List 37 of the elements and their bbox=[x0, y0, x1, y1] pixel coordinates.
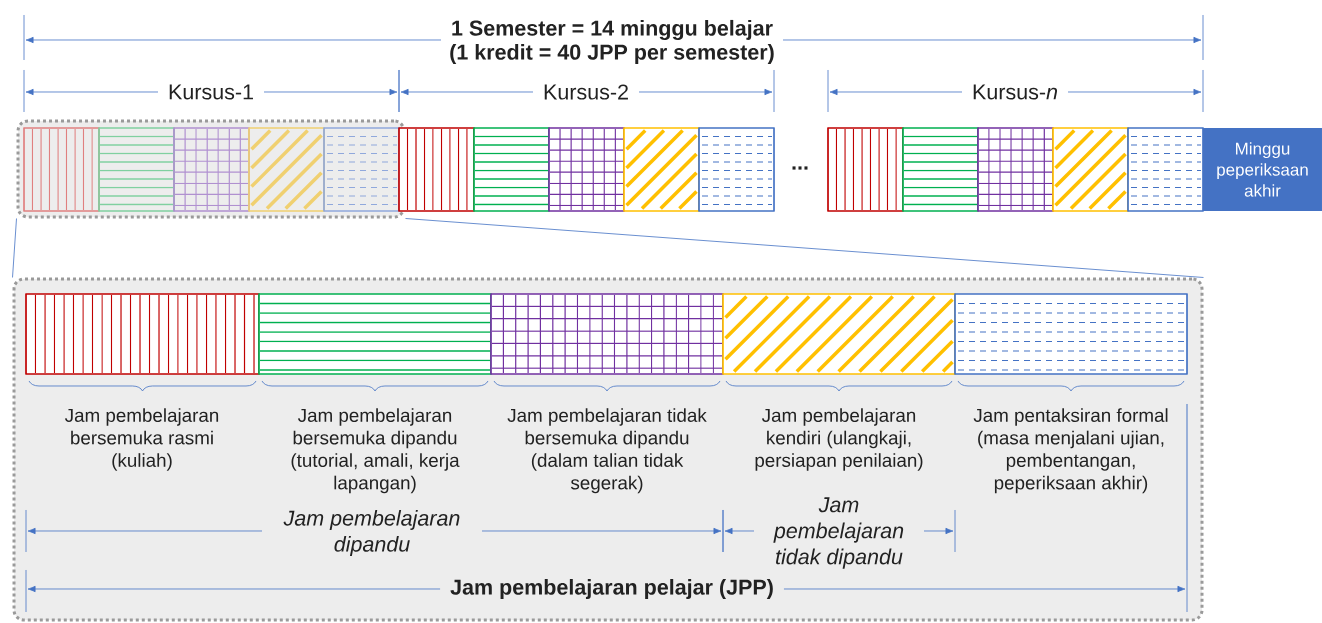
pattern-block bbox=[623, 127, 700, 212]
pattern-block bbox=[98, 127, 175, 212]
description-text: Jam pembelajaran tidak bersemuka dipandu (dalam talian tidak segerak) bbox=[507, 408, 707, 494]
pattern-block bbox=[23, 127, 100, 212]
pattern-block bbox=[902, 127, 979, 212]
description-text: Jam pembelajaran bersemuka rasmi (kuliah) bbox=[65, 408, 219, 471]
pattern-block bbox=[473, 127, 550, 212]
title: 1 Semester = 14 minggu belajar bbox=[441, 16, 784, 44]
pattern-block bbox=[698, 127, 775, 212]
dimension-label: Jam pembelajaran pelajar (JPP) bbox=[440, 575, 784, 602]
dimension-label: Jam pembelajaran tidak dipandu bbox=[754, 494, 924, 572]
pattern-block bbox=[548, 127, 625, 212]
pattern-block bbox=[1127, 127, 1204, 212]
exam-box: Minggu peperiksaan akhir bbox=[1203, 128, 1322, 211]
pattern-block bbox=[954, 293, 1188, 375]
pattern-block bbox=[323, 127, 400, 212]
pattern-block bbox=[722, 293, 956, 375]
pattern-block bbox=[25, 293, 260, 375]
pattern-block bbox=[490, 293, 724, 375]
pattern-block bbox=[248, 127, 325, 212]
pattern-block bbox=[977, 127, 1054, 212]
pattern-block bbox=[173, 127, 250, 212]
pattern-block bbox=[827, 127, 904, 212]
course-label: Kursus-1 bbox=[158, 81, 265, 103]
course-label: Kursus-2 bbox=[533, 81, 640, 103]
title: (1 kredit = 40 JPP per semester) bbox=[439, 41, 785, 67]
description-text: Jam pembelajaran kendiri (ulangkaji, persiapan penilaian) bbox=[755, 408, 923, 471]
dimension-label: Jam pembelajaran dipandu bbox=[262, 506, 482, 559]
zoom-line bbox=[405, 218, 1204, 278]
description-text: Jam pentaksiran formal (masa menjalani ujian, pembentangan, peperiksaan akhir) bbox=[973, 408, 1168, 494]
zoom-line bbox=[12, 218, 17, 278]
description-text: Jam pembelajaran bersemuka dipandu (tutorial, amali, kerja lapangan) bbox=[291, 408, 460, 494]
course-label: Kursus-n bbox=[962, 81, 1068, 103]
pattern-block bbox=[258, 293, 492, 375]
pattern-block bbox=[398, 127, 475, 212]
ellipsis: ... bbox=[792, 166, 808, 170]
pattern-block bbox=[1052, 127, 1129, 212]
